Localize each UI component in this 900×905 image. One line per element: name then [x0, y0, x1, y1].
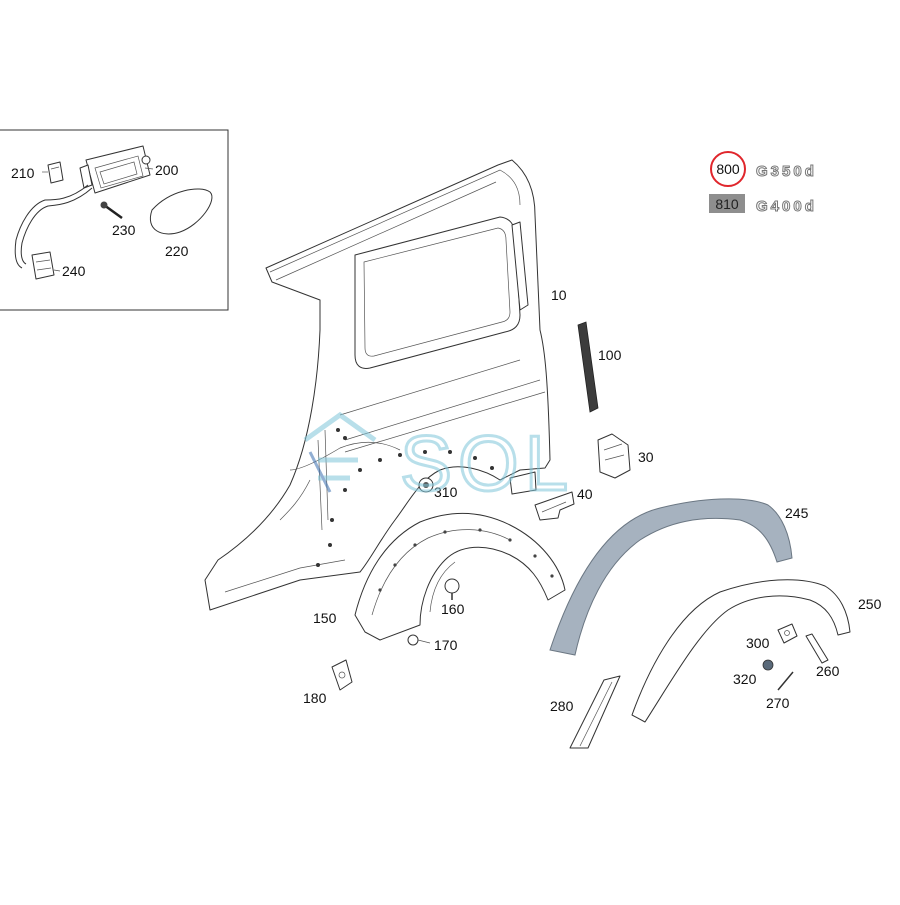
bracket-30	[597, 433, 631, 479]
clip-160	[444, 578, 460, 600]
fender-flare-250	[631, 579, 851, 723]
screw-230	[100, 201, 123, 220]
label-240: 240	[62, 263, 86, 279]
variant-code-800: 800	[716, 161, 740, 177]
fender-flare-245	[549, 498, 793, 656]
code-box	[709, 194, 745, 213]
label-200: 200	[155, 162, 179, 178]
fuel-filler-housing	[79, 145, 151, 194]
fuel-filler-inset: 200 210 230 220 240	[0, 129, 229, 311]
label-320: 320	[733, 671, 757, 687]
label-30: 30	[638, 449, 654, 465]
variant-legend: 800 G350d 810 G400d	[709, 151, 817, 216]
watermark-text: SOL	[400, 419, 574, 507]
label-100: 100	[598, 347, 622, 363]
label-250: 250	[858, 596, 882, 612]
label-280: 280	[550, 698, 574, 714]
fuel-cap-220	[149, 188, 213, 235]
label-260: 260	[816, 663, 840, 679]
wheel-arch-liner-150	[354, 512, 566, 641]
label-10: 10	[551, 287, 567, 303]
trim-strip-100	[577, 321, 599, 413]
label-300: 300	[746, 635, 770, 651]
clip-310	[418, 477, 434, 493]
variant-code-810: 810	[715, 196, 739, 212]
bracket-40	[534, 491, 575, 521]
variant-model-g350d: G350d	[756, 163, 817, 180]
label-150: 150	[313, 610, 337, 626]
label-40: 40	[577, 486, 593, 502]
nut-320	[762, 659, 774, 671]
trim-strip-280	[569, 675, 621, 749]
bracket-300	[777, 623, 798, 644]
label-180: 180	[303, 690, 327, 706]
label-160: 160	[441, 601, 465, 617]
label-210: 210	[11, 165, 35, 181]
label-270: 270	[766, 695, 790, 711]
pin-270	[777, 671, 794, 691]
label-245: 245	[785, 505, 809, 521]
latch-240	[31, 251, 55, 280]
highlight-ring	[710, 151, 746, 187]
label-170: 170	[434, 637, 458, 653]
side-panel-10	[204, 159, 551, 611]
leader-lines	[42, 167, 154, 272]
label-310: 310	[434, 484, 458, 500]
label-220: 220	[165, 243, 189, 259]
flare-245-shape	[549, 498, 793, 656]
clip-210	[47, 161, 64, 184]
variant-model-g400d: G400d	[756, 198, 817, 215]
screw-170	[407, 634, 431, 646]
sol-watermark: SOL	[303, 411, 574, 509]
clip-260	[805, 633, 829, 664]
label-230: 230	[112, 222, 136, 238]
clip-180	[331, 659, 353, 691]
